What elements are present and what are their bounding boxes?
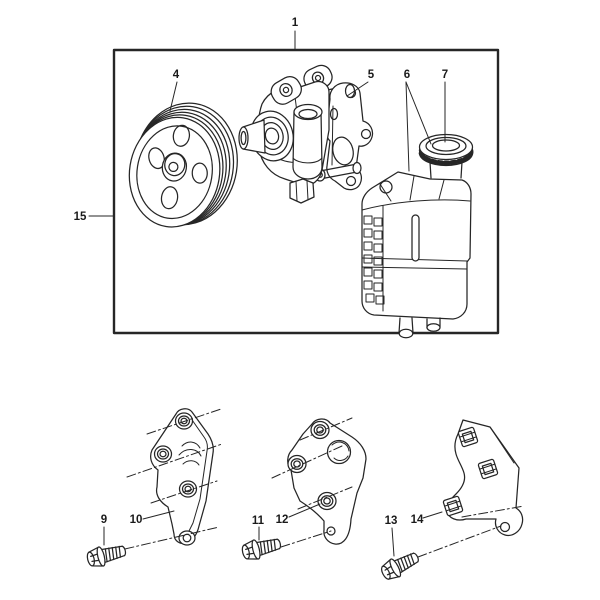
callout-1: 1 [292,17,299,29]
bolt-11 [239,533,284,563]
pulley-hole-top [172,124,191,147]
bolt-13 [377,547,423,584]
bracket-middle-boss-left [287,454,307,474]
pump-cylinder [292,110,323,180]
reservoir-part [361,133,474,339]
callout-13: 13 [385,515,398,527]
pulley-hole-left [148,147,165,170]
bolt-9 [84,540,129,570]
bracket-left-boss-mid [153,445,173,463]
callout-14: 14 [411,514,424,526]
bracket-right-clip-mid [477,458,499,480]
callout-7: 7 [442,69,448,81]
pulley-hole-bottom [160,186,179,210]
bracket-right-clip-top [457,426,479,448]
pulley-part [128,102,238,228]
bracket-middle [287,418,367,545]
callout-leader-lines [88,30,446,557]
callout-12: 12 [276,514,289,526]
pump-part [238,64,374,204]
pump-bottom-spacer [319,163,358,180]
pump-hex-fitting [289,178,315,204]
bracket-left-foot [178,530,196,546]
bracket-right-foot-hole [499,521,511,533]
callout-9: 9 [101,514,107,526]
callout-4: 4 [173,69,180,81]
bracket-right [442,419,524,537]
reservoir-neck [429,161,463,179]
pulley-hole-right [191,162,208,184]
callout-11: 11 [252,515,265,527]
bracket-right-clip-low [442,495,464,517]
pump-front-ear [270,76,302,105]
callout-6: 6 [404,69,410,81]
callout-15: 15 [74,211,87,223]
bracket-middle-bore [326,439,352,465]
assembly-box [112,48,500,335]
callout-10: 10 [130,514,143,526]
bracket-left-boss-low [178,480,198,498]
bracket-middle-boss-top [310,420,330,440]
bracket-left [150,408,214,546]
callout-labels: 1 4 5 6 7 15 9 10 11 12 13 14 [74,17,449,527]
reservoir-rib-grid [363,215,385,305]
bolt-axis-lines [124,408,525,558]
reservoir-cap [418,133,474,167]
callout-5: 5 [368,69,375,81]
reservoir-outlet [398,317,414,334]
reservoir-sight-slot [411,214,420,262]
